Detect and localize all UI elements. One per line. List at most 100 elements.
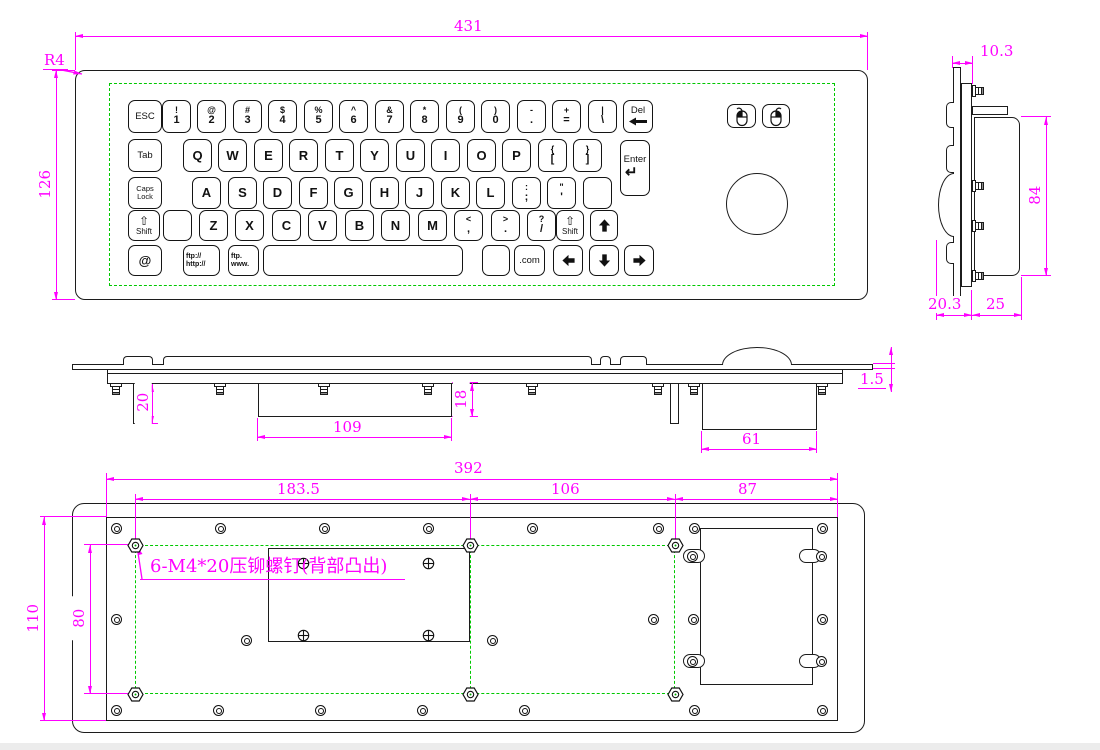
key-label: ]	[585, 153, 590, 166]
dim-plate-thickness-label: 1.5	[858, 370, 886, 389]
corner-radius-label: R4	[42, 51, 67, 69]
hex-nut-icon	[667, 687, 684, 702]
key-label: [	[550, 153, 555, 166]
key-label: ?	[538, 214, 545, 224]
screw-head	[687, 551, 698, 562]
dim-arrowhead	[106, 476, 114, 481]
rivet-annotation: 6-M4*20压铆螺钉(背部凸出)	[150, 556, 388, 577]
extension-line	[837, 473, 839, 517]
dim-controller-height-label: 18	[452, 377, 470, 422]
extension-line	[1021, 277, 1023, 320]
dim-side-front-depth-label: 20.3	[926, 295, 964, 313]
key-k: K	[441, 177, 470, 209]
key-arrow-right	[624, 245, 654, 276]
dim-side-depth-label: 10.3	[978, 42, 1016, 60]
dim-back-height-line	[41, 517, 46, 721]
key-m: M	[418, 210, 447, 241]
key-label: D	[272, 185, 283, 201]
key-backslash: |\	[588, 100, 617, 133]
extension-line	[972, 56, 974, 84]
key-label: '	[560, 190, 563, 203]
dim-arrowhead	[667, 496, 675, 501]
key-label: C	[281, 217, 292, 233]
key-label: @	[207, 105, 216, 115]
key-label: .com	[519, 254, 540, 266]
key-label: N	[390, 217, 401, 233]
key-label: Z	[209, 217, 218, 233]
key-label: "	[559, 181, 564, 192]
dim-arrowhead	[972, 312, 980, 317]
side-keycap	[946, 242, 954, 264]
key-4: $4	[268, 100, 297, 133]
extension-line	[873, 368, 895, 370]
profile-stud-body	[424, 386, 432, 395]
key-label: U	[405, 147, 416, 163]
dim-controller-width-label: 109	[331, 418, 364, 436]
key-label: <	[465, 214, 472, 224]
key-label: -	[530, 105, 533, 115]
key-shift-left: ⇧Shift	[128, 210, 160, 241]
key-p: P	[502, 139, 531, 172]
key-label: Y	[370, 147, 379, 163]
screw-head	[213, 705, 224, 716]
profile-keycap	[600, 356, 611, 365]
dim-arrowhead	[701, 446, 709, 451]
backspace-arrow-icon	[628, 116, 648, 127]
dim-back-pitch-left-line	[135, 496, 470, 501]
key-label: Tab	[137, 149, 153, 161]
key-label: G	[343, 185, 354, 201]
extension-line	[1021, 116, 1051, 118]
dim-front-width-label: 431	[452, 17, 485, 35]
dim-arrowhead	[860, 33, 868, 38]
screw-head	[417, 705, 428, 716]
side-keycap	[946, 145, 954, 173]
dim-arrowhead	[75, 33, 83, 38]
key-label: ⇧	[564, 214, 576, 228]
trackball	[726, 173, 788, 235]
key-at: @	[128, 245, 162, 276]
key-arrow-left	[553, 245, 583, 276]
screw-head	[315, 705, 326, 716]
key-blank-1	[583, 177, 612, 209]
dim-arrowhead	[470, 496, 478, 501]
key-q: Q	[183, 139, 212, 172]
dim-back-width-label: 392	[452, 459, 485, 477]
screw-head	[817, 614, 828, 625]
key-label: H	[379, 185, 390, 201]
key-g: G	[334, 177, 363, 209]
extension-line	[451, 418, 453, 441]
side-connector	[972, 106, 1008, 115]
key-r: R	[289, 139, 318, 172]
key-a: A	[192, 177, 221, 209]
key-label: 5	[315, 114, 322, 127]
key-label: :	[525, 181, 528, 192]
dim-arrowhead	[965, 60, 973, 65]
key-3: #3	[233, 100, 262, 133]
key-blank-2	[163, 210, 192, 241]
extension-line	[816, 431, 818, 453]
key-label: L	[486, 185, 495, 201]
key-enter: Enter↵	[620, 140, 650, 196]
key-label: Q	[192, 147, 203, 163]
dim-back-height-label: 110	[24, 596, 42, 641]
dim-side-front-depth-line	[936, 312, 972, 317]
key-label: Shift	[561, 226, 578, 236]
profile-keycap	[123, 356, 153, 365]
dim-arrowhead	[469, 383, 474, 391]
dim-arrowhead	[462, 496, 470, 501]
dim-side-rear-depth-line	[972, 312, 1022, 317]
screw-head	[816, 656, 827, 667]
key-label: &	[386, 105, 393, 115]
key-label: #	[244, 105, 250, 115]
dim-arrowhead	[87, 545, 92, 553]
key-label: 7	[386, 114, 393, 127]
extension-line	[936, 240, 938, 320]
key-label: J	[415, 185, 424, 201]
key-semicolon: :;	[512, 177, 541, 209]
dim-arrowhead	[53, 292, 58, 300]
key-label: B	[354, 217, 365, 233]
corner-radius-leader	[55, 68, 83, 75]
cross-screw-icon	[297, 557, 310, 570]
